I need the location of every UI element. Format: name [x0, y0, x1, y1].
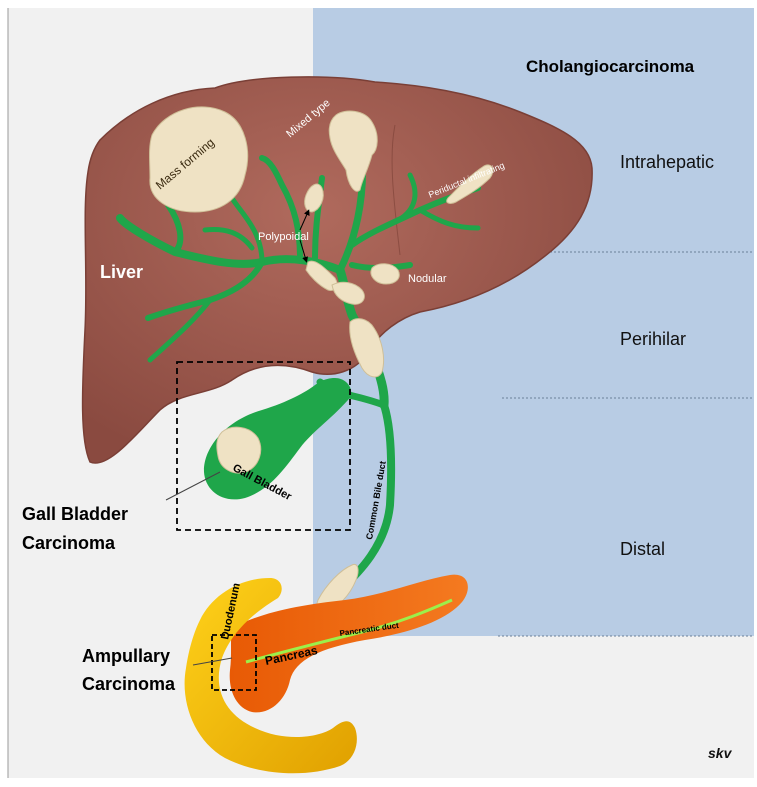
- label-ampullary-carcinoma-line2: Carcinoma: [82, 674, 176, 694]
- tumor-nodular: [371, 264, 399, 284]
- diagram-title: Cholangiocarcinoma: [526, 57, 695, 76]
- label-gall-bladder-carcinoma-line2: Carcinoma: [22, 533, 116, 553]
- label-ampullary-carcinoma-line1: Ampullary: [82, 646, 170, 666]
- region-label-perihilar: Perihilar: [620, 329, 686, 349]
- region-label-distal: Distal: [620, 539, 665, 559]
- tumor-label-polypoidal: Polypoidal: [258, 231, 309, 243]
- label-gall-bladder-carcinoma-line1: Gall Bladder: [22, 504, 128, 524]
- lower-right-background: [313, 636, 754, 778]
- author-signature: skv: [708, 745, 733, 761]
- region-label-intrahepatic: Intrahepatic: [620, 152, 714, 172]
- tumor-label-nodular: Nodular: [408, 273, 447, 285]
- organ-label-liver: Liver: [100, 262, 143, 282]
